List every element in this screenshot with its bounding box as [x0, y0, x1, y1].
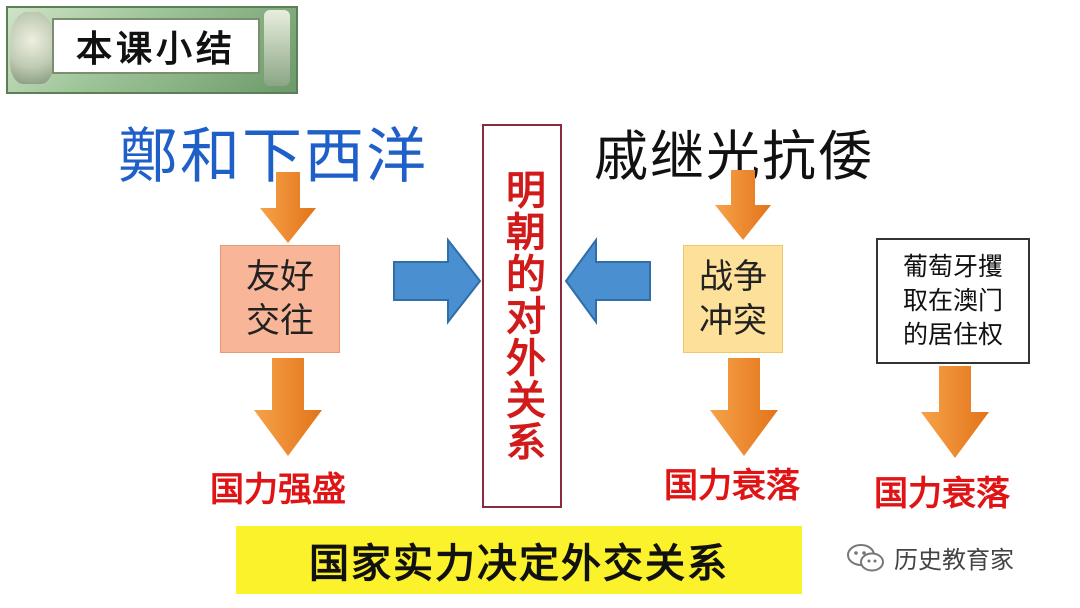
decorative-ornament [264, 10, 290, 86]
war-conflict-box: 战争 冲突 [683, 245, 783, 353]
page-title: 本课小结 [75, 28, 236, 70]
center-topic-box: 明朝的对外关系 [482, 124, 562, 508]
right-arrow-icon [393, 237, 482, 325]
center-topic-text: 明朝的对外关系 [499, 169, 545, 463]
down-arrow-icon [921, 366, 989, 458]
outcome-prosperous: 国力强盛 [210, 470, 346, 510]
down-arrow-icon [254, 358, 322, 456]
decorative-ornament [10, 12, 54, 84]
friendly-line-2: 交往 [246, 301, 314, 341]
outcome-decline-portugal: 国力衰落 [874, 474, 1010, 514]
portugal-line-3: 的居住权 [902, 320, 1003, 349]
heading-zheng-he: 鄭和下西洋 [118, 122, 428, 192]
title-label-box: 本课小结 [52, 18, 260, 74]
left-arrow-icon [564, 236, 651, 326]
friendly-exchange-box: 友好 交往 [220, 245, 340, 353]
war-line-2: 冲突 [699, 301, 767, 341]
conclusion-text: 国家实力决定外交关系 [309, 541, 729, 587]
outcome-decline-war: 国力衰落 [664, 466, 800, 506]
portugal-macau-box: 葡萄牙攫 取在澳门 的居住权 [876, 238, 1030, 364]
down-arrow-icon [260, 172, 316, 243]
war-line-1: 战争 [699, 257, 767, 297]
friendly-line-1: 友好 [246, 257, 314, 297]
wechat-icon [847, 543, 884, 571]
down-arrow-icon [710, 358, 778, 456]
watermark-text: 历史教育家 [894, 546, 1014, 574]
down-arrow-icon [715, 170, 771, 240]
portugal-line-1: 葡萄牙攫 [902, 252, 1003, 281]
portugal-line-2: 取在澳门 [902, 286, 1003, 315]
watermark: 历史教育家 [846, 540, 1014, 575]
conclusion-banner: 国家实力决定外交关系 [236, 526, 802, 594]
